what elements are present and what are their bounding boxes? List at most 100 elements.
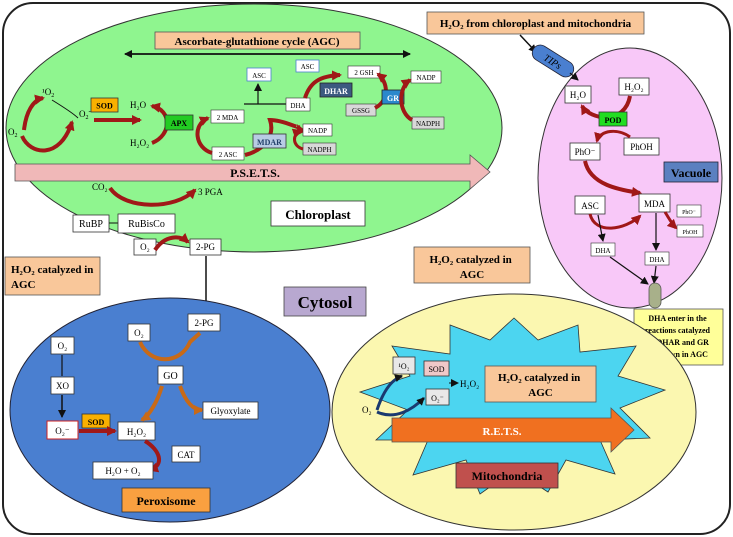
pho-small-box (676, 204, 702, 218)
mda-pho-arrow (663, 211, 678, 230)
nadph-top-box (411, 116, 445, 130)
h2o-vacuole-label: H₂O (570, 90, 587, 100)
rets-arrow (391, 407, 635, 453)
nadp-top-label: NADP (416, 74, 435, 82)
h2o2-vacuole-label: H₂O₂ (624, 82, 643, 92)
glyoxylate-label: Glyoxylate (211, 406, 251, 416)
h2o-chloroplast: H₂O (130, 100, 147, 110)
dha-left-to-exit-arrow (609, 256, 649, 285)
header-label-box (426, 11, 645, 35)
dhar-enzyme (319, 82, 353, 98)
h2o-o2-box (92, 461, 154, 480)
asc-dhar-label: ASC (301, 63, 315, 71)
cytosol-label-box (283, 286, 367, 317)
phoh-box (623, 137, 660, 156)
nadp-top-box (410, 70, 442, 84)
mda-vacuole-box (638, 193, 671, 213)
phoh-to-pho-arrow (594, 129, 631, 143)
mito-agc-label: H₂O₂ catalyzed in AGC (498, 372, 583, 399)
mda2-label: 2 MDA (217, 114, 239, 122)
mitochondria-label: Mitochondria (472, 469, 543, 483)
mda-vacuole-label: MDA (644, 199, 666, 209)
asc-top-box (246, 67, 272, 82)
co2-label: CO₂ (92, 182, 108, 192)
dha-vacuole-left-label: DHA (595, 247, 610, 255)
cytosol-label: Cytosol (298, 293, 353, 312)
glyoxylate-box (202, 401, 259, 420)
go-to-glyoxylate-arrow (178, 385, 204, 415)
singlet-o2-mito-label: ¹O₂ (399, 362, 410, 371)
apx-label: APX (171, 119, 188, 128)
asc-top-label: ASC (252, 72, 266, 80)
asc-to-dha-left-arrow (597, 214, 606, 242)
nadph-to-nadp-arrow (399, 78, 414, 122)
nadph-mid-label: NADPH (307, 146, 331, 154)
o2-to-singlet-mito-arrow (375, 374, 403, 411)
sod-perox-label: SOD (88, 418, 105, 427)
phoh-small-label: PhOH (682, 230, 698, 236)
rubisco-box (117, 213, 176, 234)
sod-mito-label: SOD (428, 365, 444, 374)
sod-chloroplast (90, 97, 119, 113)
dha-exit-channel (648, 282, 662, 309)
o2-perox-top-label: O₂ (134, 328, 144, 338)
pho-to-mda-arrow (583, 160, 642, 197)
pho-minus-label: PhO⁻ (575, 147, 596, 157)
h2o-o2-label: H₂O + O₂ (105, 466, 140, 476)
dha-vacuole-left-box (590, 242, 616, 257)
nadp-mid-box (302, 123, 333, 137)
pg2-go-arc (138, 331, 202, 362)
left-agc-label-box (4, 256, 101, 296)
h2o2-chloroplast: H₂O₂ (130, 138, 149, 148)
gr-enzyme (381, 89, 405, 105)
dha-note-text: DHA enter in the reactions catalyzed by … (645, 314, 712, 359)
vacuole-label: Vacuole (671, 166, 712, 180)
xo-box (50, 376, 75, 395)
psets-arrow (14, 154, 491, 190)
gsh2-label: 2 GSH (354, 69, 373, 77)
singlet-o2-chloroplast: ¹O2 (42, 87, 54, 99)
center-agc-label: H₂O₂ catalyzed in AGC (429, 254, 514, 281)
phoh-small-box (676, 224, 704, 238)
apx-enzyme (164, 114, 194, 131)
peroxisome-label: Peroxisome (136, 494, 196, 508)
pho-small-label: PhO⁻ (682, 210, 696, 216)
agc-title-box (154, 31, 361, 50)
go-to-h2o2-arrow (140, 385, 164, 422)
singlet-o2-mito-box (392, 356, 416, 375)
psets-label: P.S.E.T.S. (230, 166, 280, 180)
mitochondria-label-box (455, 462, 559, 489)
gssg-box (345, 103, 377, 117)
asc2-label: 2 ASC (219, 151, 238, 159)
o2-perox-left-box (50, 336, 75, 355)
mda2-box (210, 109, 245, 124)
peroxisome-label-box (121, 487, 211, 513)
go-box (157, 365, 184, 385)
dha-chloroplast-box (285, 97, 311, 112)
xo-label: XO (56, 381, 69, 391)
dha-right-to-exit-arrow (650, 265, 659, 284)
asc-to-mda-vacuole-arrow (588, 213, 642, 230)
dha-vacuole-right-label: DHA (649, 256, 664, 264)
rubisco-label: RuBisCo (128, 219, 165, 230)
vacuole-label-box (663, 161, 719, 183)
phoh-label: PhOH (630, 142, 653, 152)
asc-vacuole-label: ASC (581, 201, 599, 211)
rets-label: R.E.T.S. (483, 426, 522, 438)
superoxide-perox-box (46, 420, 79, 440)
pod-enzyme (598, 111, 628, 127)
nadp-mid-label: NADP (308, 127, 327, 135)
sod-mito-box (423, 360, 450, 377)
superoxide-mito-label: O₂⁻ (431, 394, 444, 403)
sod-chloroplast-label: SOD (96, 102, 113, 111)
superoxide-perox-label: O₂⁻ (55, 426, 70, 436)
mdar-label: MDAR (257, 138, 282, 147)
o2-perox-left-label: O₂ (58, 341, 68, 351)
pg2-perox-label: 2-PG (194, 318, 214, 328)
pg2-chloroplast-box (189, 238, 222, 256)
gsh2-box (347, 65, 381, 79)
left-agc-label: H₂O₂ catalyzed in AGC (11, 264, 96, 291)
o2-to-singlet-arrow (22, 94, 45, 131)
asc-dhar-box (295, 59, 320, 73)
